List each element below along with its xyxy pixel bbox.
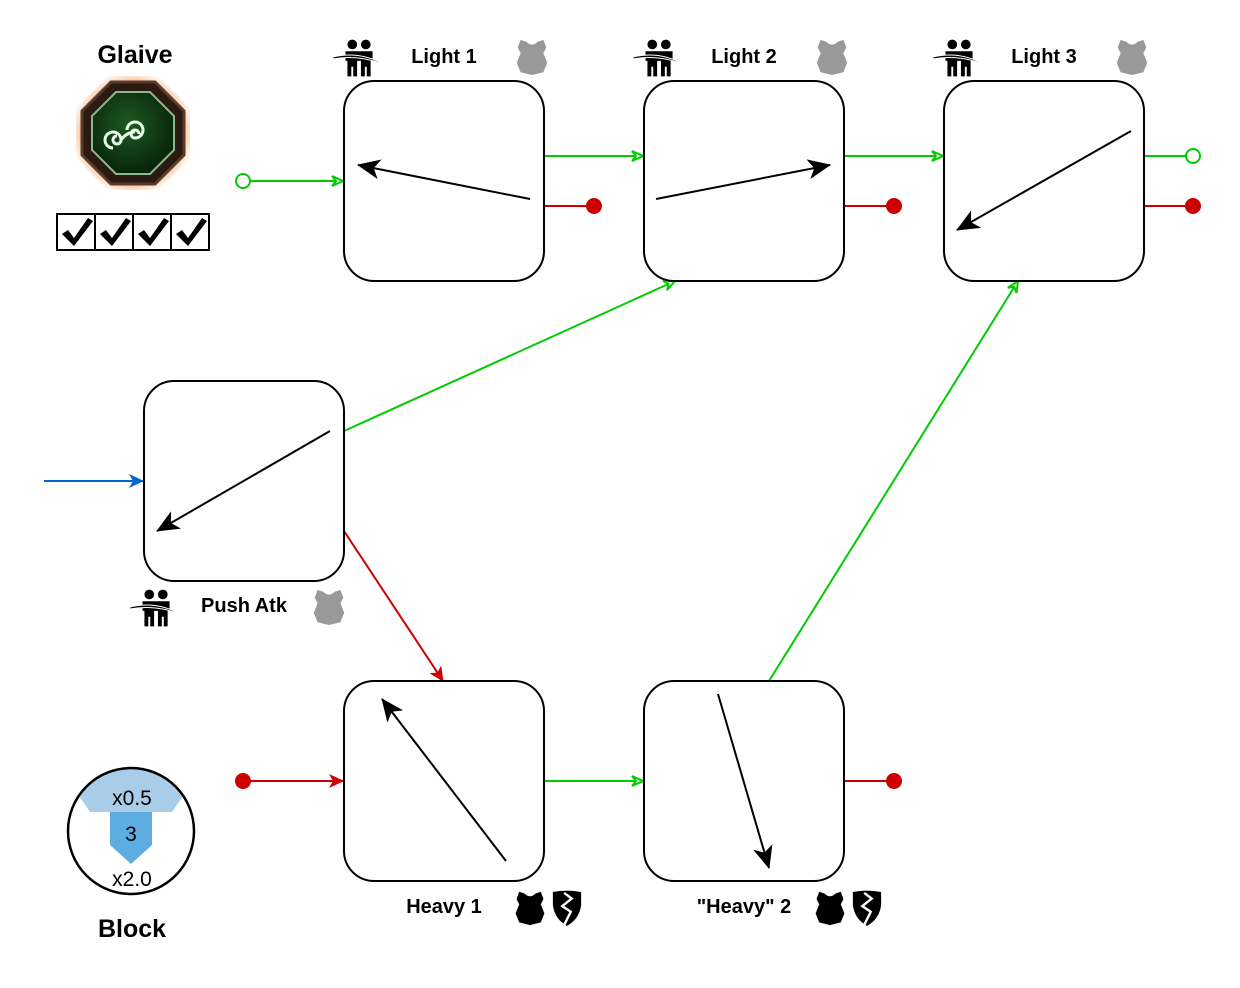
light-armor-icon <box>816 39 848 76</box>
weapon-title: Glaive <box>97 41 172 69</box>
block-badge: x0.5 3 x2.0 <box>66 766 196 896</box>
checkbox-row <box>56 213 210 251</box>
light-armor-icon <box>1116 39 1148 76</box>
light-armor-icon <box>516 39 548 76</box>
node-light3[interactable]: Light 3 <box>932 39 1148 282</box>
team-attack-icon <box>932 39 988 77</box>
light-armor-icon <box>313 589 345 626</box>
swing-direction-arrow <box>357 159 531 200</box>
node-light1[interactable]: Light 1 <box>332 39 548 282</box>
broken-shield-icon <box>851 889 883 927</box>
connection-push-light2 <box>343 281 675 432</box>
connections <box>44 148 1201 789</box>
fail-node <box>886 773 902 789</box>
connection-heavy2-light3 <box>768 281 1018 682</box>
node-label: Light 1 <box>411 46 477 68</box>
check-cell <box>170 213 210 251</box>
block-top-multiplier: x0.5 <box>112 787 152 810</box>
heavy-armor-icon <box>515 891 545 926</box>
team-attack-icon <box>332 39 388 77</box>
node-push-atk[interactable]: Push Atk <box>129 380 345 627</box>
node-label: Light 2 <box>711 46 777 68</box>
triskelion-swirl-gem-icon <box>76 76 190 190</box>
swing-direction-arrow <box>655 159 831 200</box>
checkmark-icon <box>62 218 93 246</box>
node-label: Heavy 1 <box>406 896 482 918</box>
node-label: Light 3 <box>1011 46 1077 68</box>
broken-shield-icon <box>551 889 583 927</box>
fail-node <box>886 198 902 214</box>
team-attack-icon <box>129 589 185 627</box>
checkmark-icon <box>138 218 169 246</box>
node-label: "Heavy" 2 <box>697 896 792 918</box>
start-node <box>235 173 251 189</box>
block-label: Block <box>98 915 166 943</box>
team-attack-icon <box>632 39 688 77</box>
fail-node <box>586 198 602 214</box>
heavy-armor-icon <box>815 891 845 926</box>
fail-node <box>1185 198 1201 214</box>
checkmark-icon <box>100 218 131 246</box>
block-value: 3 <box>125 823 137 846</box>
node-heavy2[interactable]: "Heavy" 2 <box>643 680 883 927</box>
end-node-success <box>1185 148 1201 164</box>
node-light2[interactable]: Light 2 <box>632 39 848 282</box>
node-label: Push Atk <box>201 595 288 617</box>
node-heavy1[interactable]: Heavy 1 <box>343 680 583 927</box>
swing-direction-arrow <box>956 130 1132 231</box>
swing-direction-arrow <box>717 693 773 869</box>
block-bottom-multiplier: x2.0 <box>112 868 152 891</box>
start-node-fail <box>235 773 251 789</box>
swing-direction-arrow <box>156 430 331 532</box>
connection-push-heavy1 <box>343 530 444 682</box>
checkmark-icon <box>176 218 207 246</box>
swing-direction-arrow <box>381 698 507 862</box>
block-value-shield <box>110 812 152 864</box>
